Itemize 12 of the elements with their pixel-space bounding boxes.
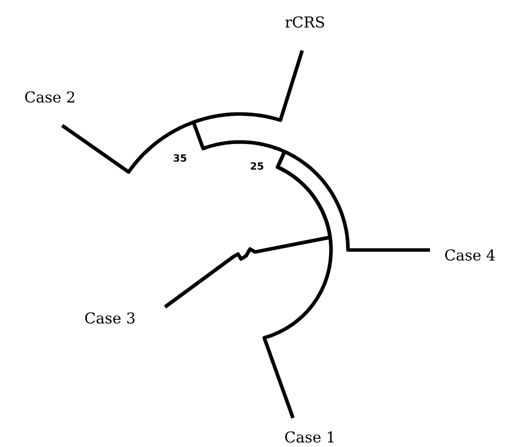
support-value: 35 <box>174 154 186 162</box>
leaf-label: Case 2 <box>25 91 74 103</box>
leaf-label: Case 1 <box>285 431 334 443</box>
tree-branch <box>192 122 286 154</box>
leaf-label: Case 4 <box>445 249 495 261</box>
tree-branch <box>262 150 333 419</box>
tree-branch <box>284 150 430 252</box>
leaf-label: Case 3 <box>85 312 135 324</box>
tree-branch <box>192 50 304 124</box>
tree-branch <box>61 120 194 174</box>
support-value: 25 <box>250 162 264 170</box>
leaf-label: rCRS <box>285 16 324 28</box>
